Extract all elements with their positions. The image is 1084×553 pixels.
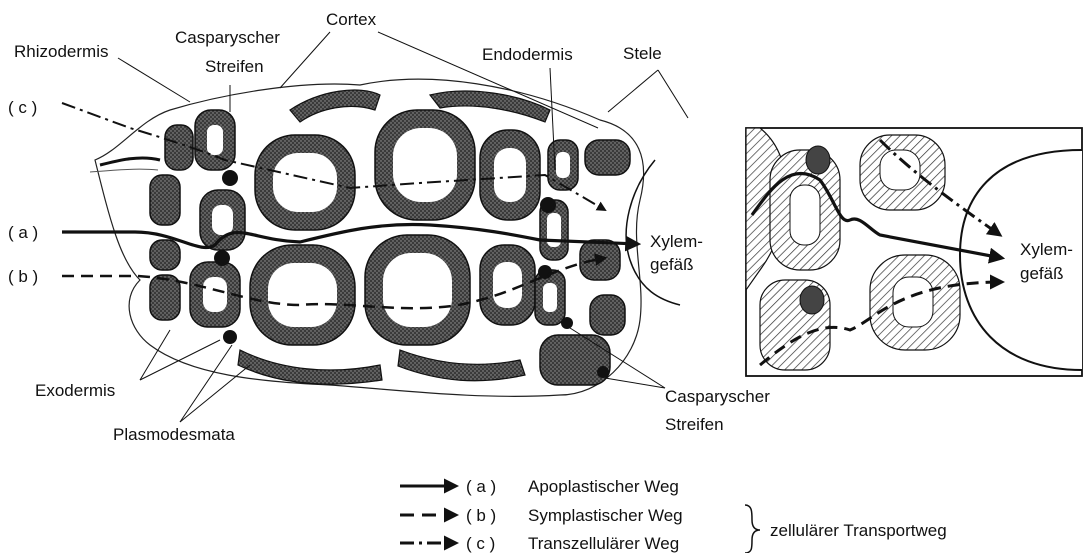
path-c-marker: ( c ) (8, 98, 37, 117)
label-casparyscher-top-1: Casparyscher (175, 28, 280, 47)
legend-marker-c: ( c ) (466, 534, 495, 553)
label-xylem-2: gefäß (650, 255, 693, 274)
label-plasmodesmata: Plasmodesmata (113, 425, 235, 444)
inset-label-xylem-1: Xylem- (1020, 240, 1073, 259)
label-stele: Stele (623, 44, 662, 63)
label-rhizodermis: Rhizodermis (14, 42, 108, 61)
label-casparyscher-bottom-2: Streifen (665, 415, 724, 434)
label-casparyscher-top-2: Streifen (205, 57, 264, 76)
label-endodermis: Endodermis (482, 45, 573, 64)
legend-group-label: zellulärer Transportweg (770, 521, 947, 540)
tissue-cross-section (90, 79, 680, 396)
legend-marker-b: ( b ) (466, 506, 496, 525)
legend-label-b: Symplastischer Weg (528, 506, 683, 525)
legend-label-c: Transzellulärer Weg (528, 534, 679, 553)
legend: ( a ) Apoplastischer Weg ( b ) Symplasti… (400, 477, 947, 553)
label-casparyscher-bottom-1: Casparyscher (665, 387, 770, 406)
legend-brace (745, 505, 760, 553)
label-cortex: Cortex (326, 10, 377, 29)
label-xylem-1: Xylem- (650, 232, 703, 251)
path-b-marker: ( b ) (8, 267, 38, 286)
legend-marker-a: ( a ) (466, 477, 496, 496)
inset-label-xylem-2: gefäß (1020, 264, 1063, 283)
legend-label-a: Apoplastischer Weg (528, 477, 679, 496)
path-a-marker: ( a ) (8, 223, 38, 242)
label-exodermis: Exodermis (35, 381, 115, 400)
